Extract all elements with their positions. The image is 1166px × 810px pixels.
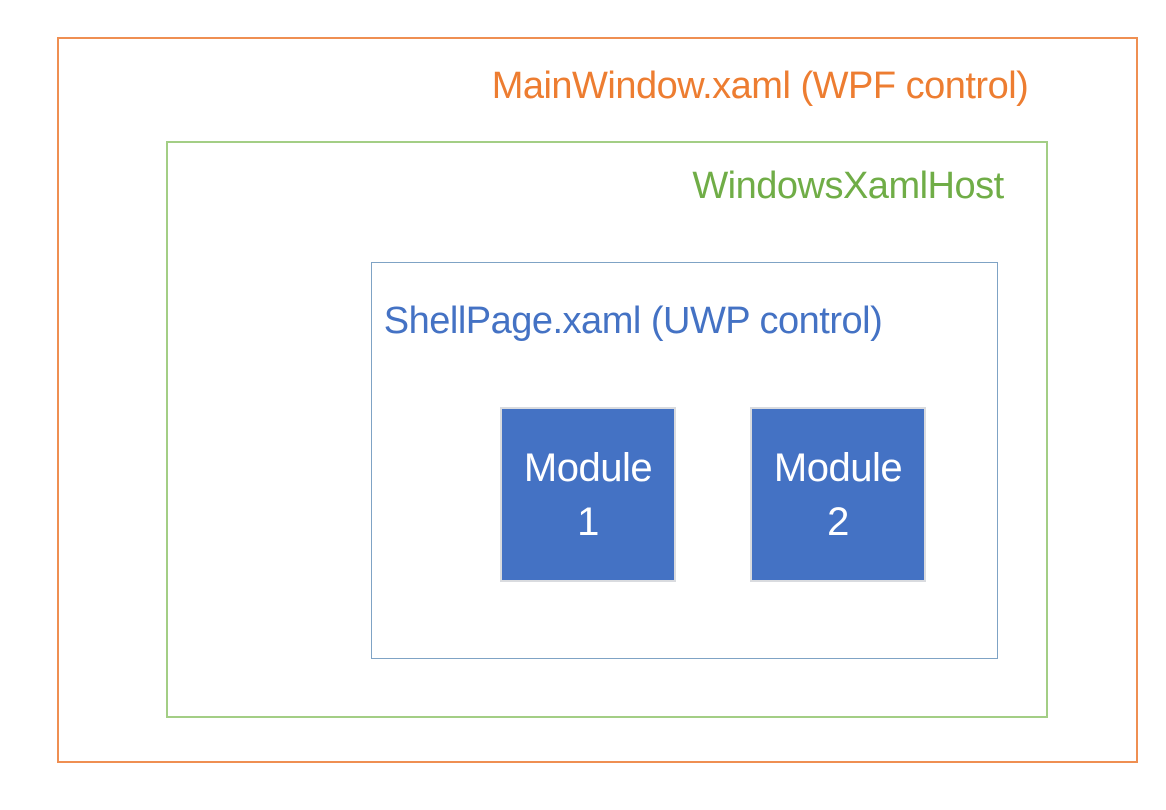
mainwindow-wpf-label: MainWindow.xaml (WPF control)	[491, 65, 1029, 107]
windowsxamlhost-box	[166, 141, 1048, 718]
module-2-box: Module 2	[750, 407, 926, 582]
module-1-box: Module 1	[500, 407, 676, 582]
shellpage-uwp-box	[371, 262, 998, 659]
module-1-label-line2: 1	[577, 499, 599, 544]
module-1-label-line1: Module	[523, 445, 653, 490]
module-2-label-line2: 2	[827, 499, 849, 544]
shellpage-uwp-label: ShellPage.xaml (UWP control)	[383, 300, 883, 342]
module-2-label-line1: Module	[773, 445, 903, 490]
windowsxamlhost-label: WindowsXamlHost	[692, 165, 1004, 207]
mainwindow-wpf-box	[57, 37, 1138, 763]
